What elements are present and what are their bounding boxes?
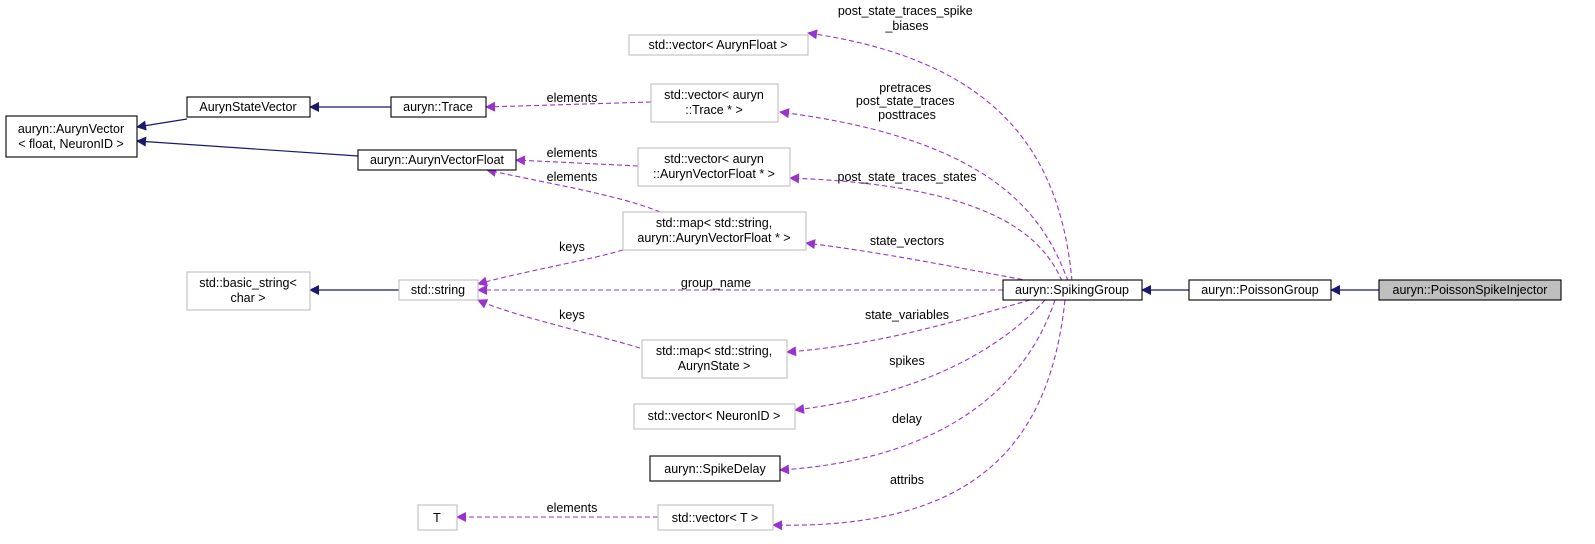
label-delay: delay	[892, 412, 923, 426]
label-keys-map-vector: keys	[559, 240, 585, 254]
label-elements-t: elements	[547, 501, 598, 515]
svg-text:std::vector< auryn: std::vector< auryn	[664, 152, 764, 166]
svg-text:std::map< std::string,: std::map< std::string,	[656, 216, 772, 230]
label-post-state-traces-states: post_state_traces_states	[838, 170, 977, 184]
svg-text:auryn::AurynVector: auryn::AurynVector	[18, 122, 124, 136]
svg-text:auryn::PoissonGroup: auryn::PoissonGroup	[1201, 283, 1318, 297]
node-poisson-group[interactable]: auryn::PoissonGroup	[1188, 279, 1332, 301]
label-state-vectors: state_vectors	[870, 234, 944, 248]
member-edge-pretraces	[779, 108, 1069, 282]
member-edge-state-variables	[786, 299, 1031, 357]
label-attribs: attribs	[890, 473, 924, 487]
node-map-auryn-state: std::map< std::string, AurynState >	[641, 339, 788, 379]
node-vector-neuron-id: std::vector< NeuronID >	[633, 403, 796, 430]
svg-text:std::vector< T >: std::vector< T >	[672, 511, 758, 525]
node-t: T	[417, 504, 458, 531]
svg-text:std::vector< NeuronID >: std::vector< NeuronID >	[648, 409, 781, 423]
svg-text:::AurynVectorFloat * >: ::AurynVectorFloat * >	[653, 167, 775, 181]
node-auryn-vector[interactable]: auryn::AurynVector < float, NeuronID >	[5, 115, 138, 158]
label-group-name: group_name	[681, 276, 751, 290]
node-auryn-state-vector[interactable]: AurynStateVector	[186, 96, 311, 118]
label-elements-vector-float: elements	[547, 146, 598, 160]
svg-text:auryn::AurynVectorFloat * >: auryn::AurynVectorFloat * >	[637, 231, 790, 245]
node-basic-string: std::basic_string< char >	[186, 271, 311, 311]
svg-text:char >: char >	[230, 291, 265, 305]
svg-text:std::string: std::string	[411, 283, 465, 297]
member-edge-state-vectors	[805, 239, 1031, 282]
label-elements-map: elements	[547, 170, 598, 184]
label-post-state-traces-spike-biases: post_state_traces_spike _biases	[838, 4, 976, 33]
label-state-variables: state_variables	[865, 308, 949, 322]
member-edge-spike-biases	[807, 29, 1073, 282]
member-edge-delay	[779, 299, 1056, 475]
node-vector-trace: std::vector< auryn ::Trace * >	[650, 83, 779, 123]
member-edge-post-state-traces-states	[789, 173, 1063, 282]
inherit-edge-state-vector-auryn-vector	[136, 118, 188, 131]
svg-text:::Trace * >: ::Trace * >	[685, 103, 743, 117]
inherit-edge-vector-float-auryn-vector	[136, 136, 359, 157]
member-edge-elements-map	[486, 167, 661, 213]
svg-text:std::basic_string<: std::basic_string<	[199, 276, 297, 290]
node-auryn-vector-float[interactable]: auryn::AurynVectorFloat	[357, 149, 517, 171]
svg-text:AurynState >: AurynState >	[678, 359, 751, 373]
svg-text:AurynStateVector: AurynStateVector	[199, 100, 296, 114]
node-vector-t: std::vector< T >	[657, 504, 774, 531]
node-vector-auryn-float: std::vector< AurynFloat >	[628, 34, 809, 56]
svg-text:T: T	[433, 511, 441, 525]
member-edge-elements-trace	[485, 101, 652, 112]
svg-text:auryn::AurynVectorFloat: auryn::AurynVectorFloat	[370, 153, 505, 167]
node-poisson-spike-injector[interactable]: auryn::PoissonSpikeInjector	[1378, 279, 1562, 301]
svg-text:auryn::PoissonSpikeInjector: auryn::PoissonSpikeInjector	[1393, 283, 1548, 297]
node-spiking-group[interactable]: auryn::SpikingGroup	[1002, 279, 1143, 301]
node-trace[interactable]: auryn::Trace	[390, 96, 487, 118]
node-std-string: std::string	[398, 279, 479, 301]
member-edge-elements-vector-float	[515, 155, 639, 167]
label-elements-trace: elements	[547, 91, 598, 105]
svg-text:std::map< std::string,: std::map< std::string,	[656, 344, 772, 358]
svg-text:std::vector< AurynFloat >: std::vector< AurynFloat >	[649, 38, 788, 52]
label-spikes: spikes	[889, 354, 924, 368]
node-vector-auryn-vector-float: std::vector< auryn ::AurynVectorFloat * …	[637, 147, 791, 187]
member-edge-spikes	[794, 299, 1046, 414]
node-spike-delay[interactable]: auryn::SpikeDelay	[649, 455, 781, 482]
svg-text:< float, NeuronID >: < float, NeuronID >	[18, 137, 124, 151]
svg-text:auryn::SpikingGroup: auryn::SpikingGroup	[1015, 283, 1129, 297]
svg-text:auryn::Trace: auryn::Trace	[403, 100, 473, 114]
member-edge-attribs	[772, 299, 1066, 531]
member-edge-keys-map-state	[477, 299, 641, 349]
node-map-auryn-vector-float: std::map< std::string, auryn::AurynVecto…	[622, 211, 807, 251]
svg-text:std::vector< auryn: std::vector< auryn	[664, 88, 764, 102]
svg-text:auryn::SpikeDelay: auryn::SpikeDelay	[664, 462, 766, 476]
label-keys-map-state: keys	[559, 308, 585, 322]
label-pretraces: pretraces post_state_traces posttraces	[856, 81, 958, 122]
member-edge-keys-map-vector	[477, 249, 624, 287]
